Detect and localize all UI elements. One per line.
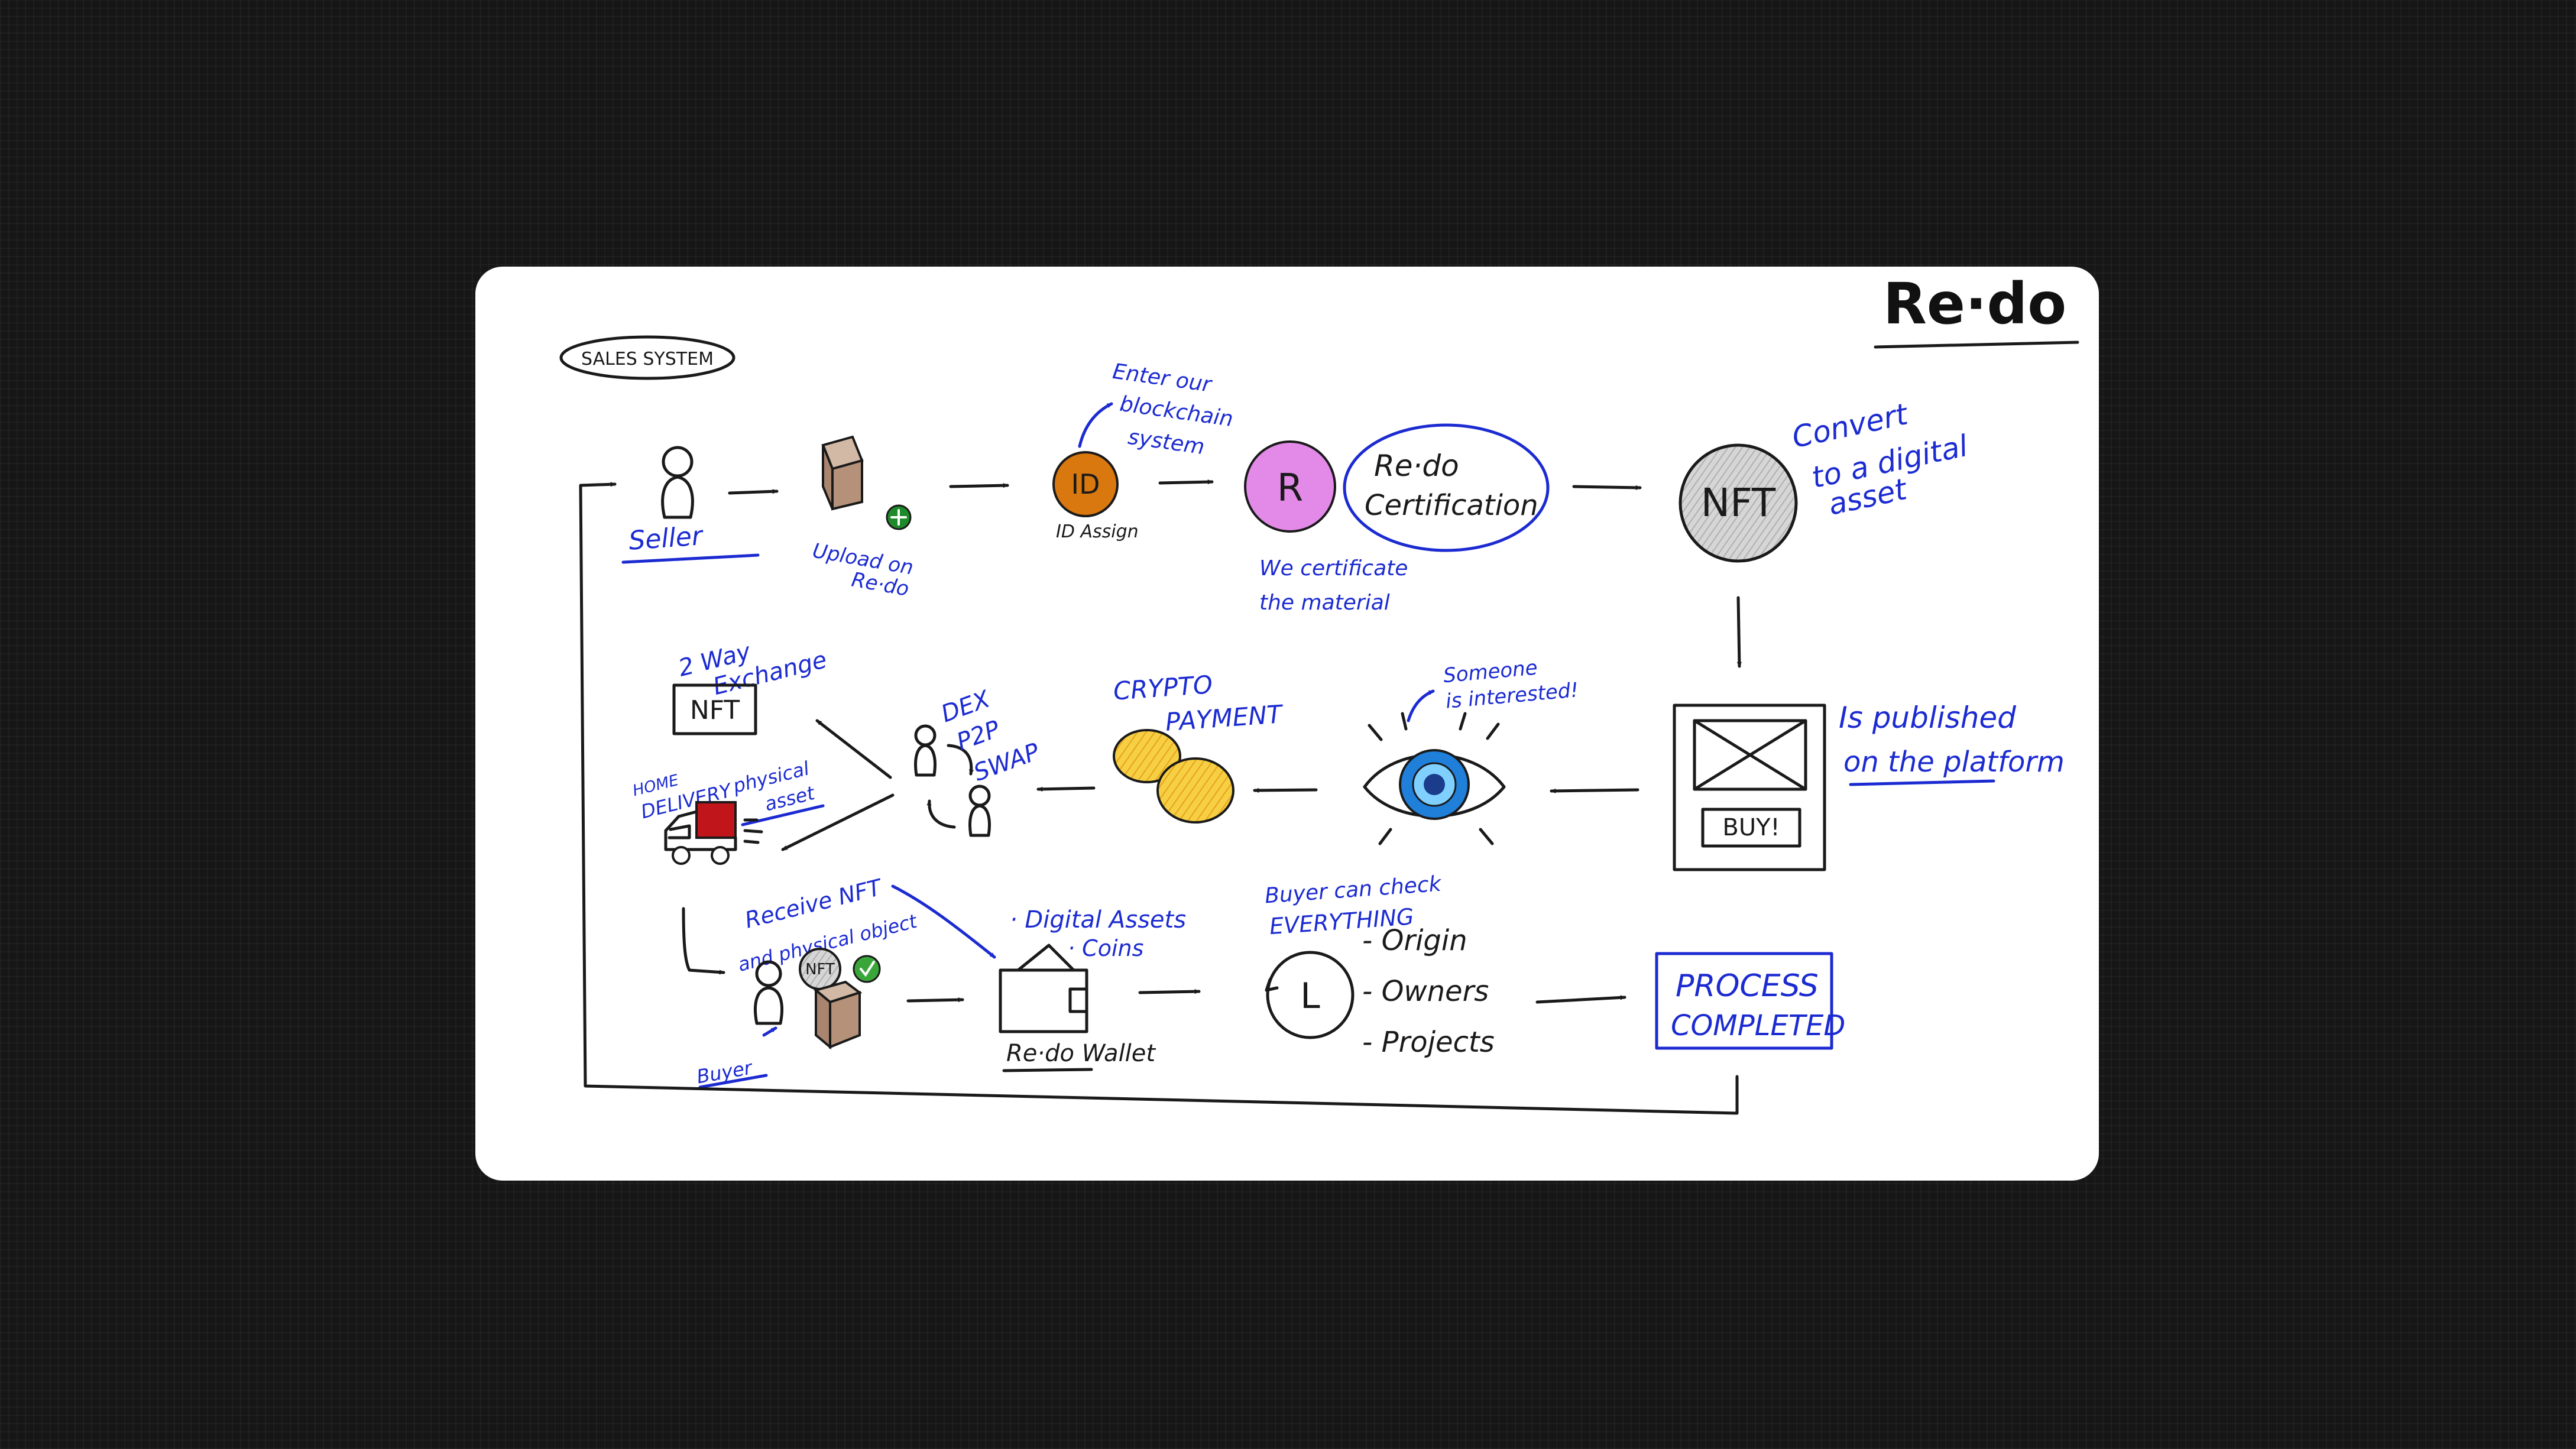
box-icon [813,980,863,1050]
arrow-swap-exchange [815,719,892,779]
person-icon [968,785,991,837]
clock-icon [1266,951,1355,1039]
arrow-publish-eye [1550,788,1639,791]
person-icon [914,724,937,777]
check-icon [853,955,881,983]
arrow-interested [1407,689,1435,722]
wallet-label: Re·do Wallet [1006,1040,1156,1067]
arrow-receive-wallet [891,884,996,959]
redo-r-badge-text: R [1277,466,1303,510]
physical-underline [741,804,825,826]
nft-card-text: NFT [690,695,740,725]
wallet-icon [999,944,1088,1033]
sales-system-diagram: Re·do SALES SYSTEM Seller Upload on Re·d… [559,271,2079,1115]
truck-icon [664,801,763,865]
swap-arrow [947,744,971,776]
buy-button-label: BUY! [1722,814,1780,841]
arrow-swap-delivery [781,793,895,851]
crypto-label-1: CRYPTO [1112,670,1213,706]
arrow-nft-publish [1736,596,1739,668]
arrow-upload-id [949,485,1009,488]
nft-coin-small-text: NFT [805,961,835,978]
arrow-delivery-buyer [682,907,725,973]
crypto-label-2: PAYMENT [1164,699,1285,737]
browser-window-icon [1673,704,1826,871]
nft-token-text: NFT [1701,480,1776,526]
arrow-coins-swap [1036,786,1096,789]
id-badge [1052,451,1119,517]
certification-label-1: Re·do [1374,449,1459,483]
seller-label: Seller [628,521,705,556]
coin-icon [1156,757,1234,824]
digital-assets-label: · Digital Assets [1010,906,1186,933]
arrow-wallet-ledger [1138,991,1201,994]
plus-badge-icon [886,504,912,530]
origin-item: - Origin [1362,924,1467,957]
coins-label: · Coins [1068,935,1143,961]
redo-r-badge [1244,440,1336,533]
owners-item: - Owners [1362,975,1489,1008]
id-badge-text: ID [1071,468,1100,500]
title-pill [559,335,735,380]
buyer-underline [698,1074,768,1089]
process-completed-box [1655,952,1833,1050]
page-title: SALES SYSTEM [581,349,714,369]
buyer-check-label-1: Buyer can check [1264,872,1443,909]
published-label-1: Is published [1839,701,2016,735]
coin-icon [1113,729,1181,783]
process-label-1: PROCESS [1676,968,1819,1004]
redo-logo: Re·do [1883,271,2066,337]
arrow-buyer-label [762,1026,777,1037]
box-icon [821,435,864,511]
certification-label-2: Certification [1365,489,1538,522]
ledger-badge-text: L [1300,975,1320,1017]
process-label-2: COMPLETED [1671,1009,1845,1042]
loop-back-connector [579,484,1739,1115]
nft-card [672,683,757,735]
enter-label-3: system [1126,425,1206,460]
person-icon [661,446,694,519]
projects-item: - Projects [1362,1026,1495,1059]
we-certificate-label-2: the material [1259,591,1390,615]
enter-label-1: Enter our [1111,359,1214,397]
published-underline [1849,779,1995,786]
clock-arrow [1265,978,1279,992]
nft-token [1679,443,1798,563]
id-assign-label: ID Assign [1056,521,1139,542]
arrow-to-blockchain [1078,402,1113,448]
certification-ellipse [1343,423,1550,552]
person-icon [754,960,783,1025]
arrow-ledger-complete [1535,997,1626,1004]
arrow-seller-upload [728,491,779,495]
wallet-underline [1002,1068,1093,1072]
eye-icon [1363,712,1506,845]
swap-arrow [929,799,956,829]
arrow-buyer-wallet [906,1000,964,1003]
arrow-cert-nft [1572,485,1642,488]
whiteboard: Re·do SALES SYSTEM Seller Upload on Re·d… [475,267,2099,1181]
logo-underline [1874,341,2079,349]
we-certificate-label-1: We certificate [1259,556,1408,581]
seller-underline [621,553,760,564]
published-label-2: on the platform [1843,745,2065,779]
arrow-id-cert [1158,482,1214,485]
